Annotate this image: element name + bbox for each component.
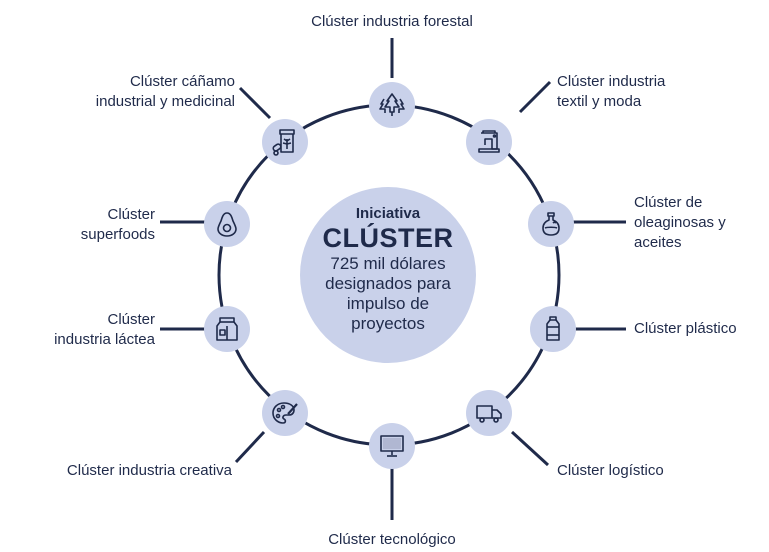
node-plastico xyxy=(530,306,576,352)
center-description: 725 mil dólares designados para impulso … xyxy=(325,254,451,333)
label-line: Clúster industria xyxy=(557,73,666,90)
plastic-bottle-icon xyxy=(546,316,560,341)
label-line: Clúster xyxy=(107,311,155,328)
label-textil: Clúster industria textil y moda xyxy=(557,72,665,112)
label-line: industria láctea xyxy=(54,331,155,348)
sewing-machine-icon xyxy=(478,130,500,153)
center-kicker: Iniciativa xyxy=(355,205,421,222)
connector-creativa xyxy=(234,430,266,464)
label-canamo: Clúster cáñamo industrial y medicinal xyxy=(40,72,235,112)
label-line: Clúster industria forestal xyxy=(311,13,473,30)
center-initiative-circle: Iniciativa CLÚSTER 725 mil dólares desig… xyxy=(300,187,476,363)
connector-canamo xyxy=(238,86,272,120)
label-line: industrial y medicinal xyxy=(95,93,235,110)
monitor-icon xyxy=(380,435,404,457)
node-superfoods xyxy=(204,201,250,247)
paint-palette-icon xyxy=(272,402,298,424)
label-line: superfoods xyxy=(80,226,155,243)
node-tecnologico xyxy=(369,423,415,469)
avocado-icon xyxy=(217,212,237,237)
label-line: Clúster industria creativa xyxy=(66,462,232,479)
node-canamo xyxy=(262,119,308,165)
truck-icon xyxy=(476,405,502,423)
cannabis-jar-icon xyxy=(272,129,295,156)
node-logistico xyxy=(466,390,512,436)
label-oleaginosas: Clúster de oleaginosas y aceites xyxy=(634,193,726,253)
trees-icon xyxy=(379,93,405,116)
node-forestal xyxy=(369,82,415,128)
node-textil xyxy=(466,119,512,165)
node-oleaginosas xyxy=(528,201,574,247)
label-plastico: Clúster plástico xyxy=(634,319,737,339)
label-creativa: Clúster industria creativa xyxy=(10,461,232,481)
connector-logistico xyxy=(510,430,550,467)
label-line: Clúster de xyxy=(634,194,703,211)
label-line: oleaginosas y xyxy=(634,214,726,231)
label-superfoods: Clúster superfoods xyxy=(20,205,155,245)
label-lactea: Clúster industria láctea xyxy=(20,310,155,350)
label-logistico: Clúster logístico xyxy=(557,461,664,481)
connector-textil xyxy=(518,80,552,114)
label-line: Clúster plástico xyxy=(634,320,737,337)
milk-carton-icon xyxy=(216,317,238,341)
label-forestal: Clúster industria forestal xyxy=(287,12,497,32)
label-line: Clúster tecnológico xyxy=(328,531,456,548)
label-line: Clúster logístico xyxy=(557,462,664,479)
node-lactea xyxy=(204,306,250,352)
label-line: aceites xyxy=(634,234,682,251)
label-tecnologico: Clúster tecnológico xyxy=(287,530,497,550)
label-line: Clúster cáñamo xyxy=(129,73,235,90)
oil-bottle-icon xyxy=(542,212,560,236)
center-title: CLÚSTER xyxy=(322,223,454,253)
label-line: Clúster xyxy=(107,206,155,223)
label-line: textil y moda xyxy=(557,93,642,110)
node-creativa xyxy=(262,390,308,436)
